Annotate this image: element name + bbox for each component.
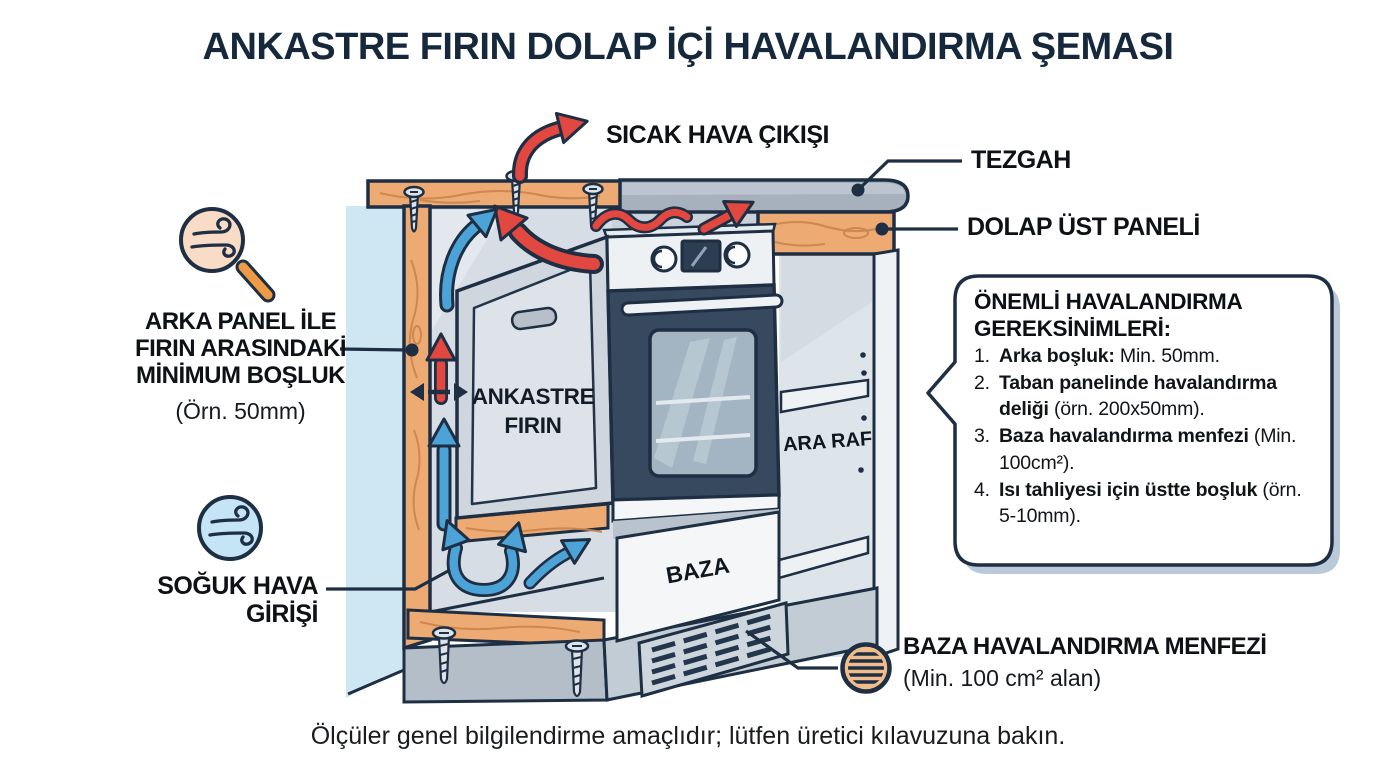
cutaway-floor-edge bbox=[429, 576, 605, 614]
item-rest: (Min. 100cm²). bbox=[999, 425, 1297, 474]
plinth-vent-label: BAZA HAVALANDIRMA MENFEZİ bbox=[903, 633, 1267, 660]
shelf-peg-holes bbox=[858, 352, 867, 473]
requirements-content: ÖNEMLİ HAVALANDIRMA GEREKSİNİMLERİ: 1. A… bbox=[974, 288, 1322, 529]
item-number: 3. bbox=[974, 425, 990, 448]
item-bold: Arka boşluk: bbox=[999, 345, 1115, 367]
requirement-item: 3. Baza havalandırma menfezi (Min. 100cm… bbox=[974, 423, 1322, 475]
oven-door-handle bbox=[620, 293, 784, 317]
cold-air-u-arrow bbox=[441, 519, 528, 598]
compartment-shading bbox=[781, 256, 872, 362]
rear-gap-label-line3: MİNİMUM BOŞLUK bbox=[136, 361, 345, 389]
item-bold: Taban panelinde havalandırma deliği bbox=[999, 372, 1277, 421]
hot-air-exit-label: SICAK HAVA ÇIKIŞI bbox=[606, 121, 830, 149]
right-side-panel bbox=[872, 248, 900, 660]
magnifier-wind-icon bbox=[179, 207, 276, 303]
wind-circle-icon bbox=[197, 495, 263, 561]
rear-gap-note: (Örn. 50mm) bbox=[175, 398, 306, 424]
leader-dots bbox=[405, 183, 889, 357]
cold-air-label: SOĞUK HAVA GİRİŞİ bbox=[118, 572, 318, 628]
oven-side-inset bbox=[470, 260, 598, 506]
hot-air-wavy-arrow bbox=[590, 200, 755, 236]
cold-air-up-arrow bbox=[427, 417, 461, 532]
requirement-item: 2. Taban panelinde havalandırma deliği (… bbox=[974, 370, 1322, 422]
oven-label-line2: FIRIN bbox=[504, 413, 561, 438]
leader-lines bbox=[326, 159, 962, 670]
requirements-box bbox=[926, 274, 1340, 574]
item-number: 2. bbox=[974, 372, 990, 395]
item-bold: Isı tahliyesi için üstte boşluk bbox=[999, 478, 1258, 501]
plinth-drawer: BAZA bbox=[615, 510, 781, 643]
plinth-vent-grille bbox=[637, 601, 790, 698]
item-number: 4. bbox=[974, 478, 990, 501]
leader-cold-air bbox=[326, 568, 451, 591]
countertop-label: TEZGAH bbox=[971, 146, 1071, 174]
footnote: Ölçüler genel bilgilendirme amaçlıdır; l… bbox=[310, 722, 1066, 750]
gap-double-arrow bbox=[410, 383, 468, 401]
rear-gap-label: ARKA PANEL İLE FIRIN ARASINDAKİ MİNİMUM … bbox=[108, 308, 373, 390]
item-bold: Baza havalandırma menfezi bbox=[999, 425, 1249, 448]
hot-air-exit-icon bbox=[512, 111, 589, 184]
cold-air-right-arrow bbox=[523, 538, 592, 590]
item-rest: (örn. 5-10mm). bbox=[999, 478, 1302, 527]
wall bbox=[346, 206, 405, 698]
airflow-arrows bbox=[410, 111, 755, 598]
oven-display bbox=[680, 239, 722, 273]
oven-window bbox=[648, 328, 758, 478]
requirement-item: 1. Arka boşluk: Min. 50mm. bbox=[974, 343, 1322, 369]
cold-air-curved-arrow bbox=[439, 207, 499, 313]
leader-rear-gap bbox=[339, 347, 410, 352]
requirements-title-line2: GEREKSİNİMLERİ: bbox=[974, 316, 1171, 341]
leader-vent bbox=[745, 629, 838, 670]
item-number: 1. bbox=[974, 345, 990, 367]
shelf-board bbox=[779, 378, 870, 414]
oven-label-line1: ANKASTRE bbox=[472, 384, 595, 409]
top-panel-label: DOLAP ÜST PANELİ bbox=[967, 213, 1200, 241]
item-rest: Min. 50mm. bbox=[1114, 345, 1220, 367]
oven-knob-left bbox=[650, 245, 678, 273]
cabinet-top-panel bbox=[756, 210, 896, 256]
requirement-item: 4. Isı tahliyesi için üstte boşluk (örn.… bbox=[974, 477, 1322, 529]
round-vent-icon bbox=[840, 642, 892, 694]
page-title: ANKASTRE FIRIN DOLAP İÇİ HAVALANDIRMA ŞE… bbox=[202, 26, 1174, 68]
oven-racks bbox=[655, 395, 751, 443]
oven-knob-right bbox=[723, 241, 751, 269]
leader-countertop bbox=[856, 159, 962, 192]
item-rest: (örn. 200x50mm). bbox=[1048, 398, 1205, 421]
oven: ANKASTRE FIRIN bbox=[455, 222, 784, 539]
hot-air-curved-arrow bbox=[493, 204, 604, 274]
rear-gap-label-line1: ARKA PANEL İLE bbox=[144, 308, 337, 335]
requirements-title-line1: ÖNEMLİ HAVALANDIRMA bbox=[974, 289, 1243, 314]
rear-gap-label-line2: FIRIN ARASINDAKİ bbox=[134, 334, 347, 362]
oven-side-slot bbox=[510, 306, 558, 331]
plinth-vent-note: (Min. 100 cm² alan) bbox=[903, 665, 1102, 691]
cold-air-label-line1: SOĞUK HAVA bbox=[157, 572, 318, 600]
cold-air-label-line2: GİRİŞİ bbox=[245, 600, 319, 628]
requirements-title: ÖNEMLİ HAVALANDIRMA GEREKSİNİMLERİ: bbox=[974, 288, 1322, 342]
